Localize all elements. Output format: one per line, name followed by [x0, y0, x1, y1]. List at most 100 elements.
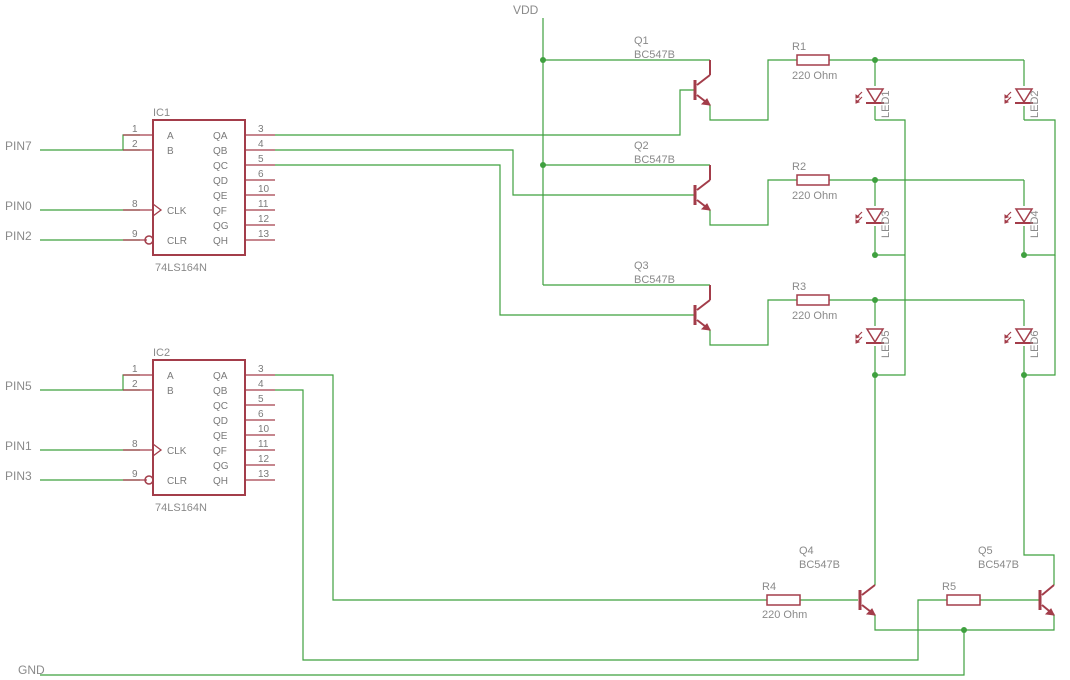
ic2-input-label: B: [167, 386, 174, 397]
transistor-q1: Q1 BC547B: [634, 35, 711, 106]
junction: [1021, 252, 1027, 258]
ic1-output-label: QC: [213, 161, 228, 172]
wires: [40, 18, 1056, 676]
led6-triangle: [1014, 328, 1034, 344]
r1-value: 220 Ohm: [792, 70, 837, 82]
q5-name: Q5: [978, 545, 993, 557]
pin5-label: PIN5: [5, 379, 32, 393]
r5-body: [946, 594, 981, 606]
junction: [1021, 372, 1027, 378]
q5-collector: [1041, 584, 1055, 596]
q4-name: Q4: [799, 545, 814, 557]
pin7-wire: [40, 134, 140, 151]
led3: LED3: [855, 208, 892, 238]
ic2-pin-number: 1: [132, 364, 138, 375]
led5-arrowhead: [855, 334, 861, 339]
junction: [872, 57, 878, 63]
q5-value: BC547B: [978, 559, 1019, 571]
led5-triangle: [865, 328, 885, 344]
ic2-body: [152, 359, 246, 496]
ic1: IC1 74LS164N 1 2 8 9 A B CLK CLR QA QB Q…: [123, 107, 275, 274]
ic1-pin-number: 9: [132, 229, 138, 240]
pin7-label: PIN7: [5, 139, 32, 153]
q1-name: Q1: [634, 35, 649, 47]
q2-arrow: [700, 203, 711, 211]
ic2-output-label: QA: [213, 371, 228, 382]
ic1-pin-number: 8: [132, 199, 138, 210]
ic2-output-label: QB: [213, 386, 228, 397]
ic1-qc-to-q3: [275, 164, 695, 316]
led3-triangle: [865, 208, 885, 224]
junction: [540, 57, 546, 63]
ic2-pin-number: 10: [258, 424, 270, 435]
led1-triangle: [865, 88, 885, 104]
ic1-pin-number: 6: [258, 169, 264, 180]
ic2-clr-bubble: [144, 475, 154, 485]
led1-to-led5: [875, 119, 906, 376]
junction: [872, 297, 878, 303]
ic1-input-label: CLR: [167, 236, 187, 247]
led1-arrowhead: [855, 94, 861, 99]
q3-arrow: [700, 323, 711, 331]
pin1-label: PIN1: [5, 439, 32, 453]
led6-to-q5: [1023, 375, 1055, 585]
ic1-clk-triangle: [152, 203, 163, 217]
junction: [961, 627, 967, 633]
ic1-pin-number: 5: [258, 154, 264, 165]
ic2-pin-number: 4: [258, 379, 264, 390]
resistor-r4: R4 220 Ohm: [762, 581, 807, 621]
ic2-output-label: QG: [213, 461, 229, 472]
vdd-label: VDD: [513, 3, 539, 17]
r5-name: R5: [942, 581, 956, 593]
led1: LED1: [855, 88, 892, 118]
q1-value: BC547B: [634, 49, 675, 61]
led4-label: LED4: [1029, 210, 1041, 238]
ic2-pin-number: 9: [132, 469, 138, 480]
ic2-pin-number: 12: [258, 454, 270, 465]
led3-label: LED3: [880, 210, 892, 238]
gnd-wire: [40, 630, 965, 676]
led4-triangle: [1014, 208, 1034, 224]
q2-collector: [696, 179, 711, 191]
ic2-input-label: CLR: [167, 476, 187, 487]
led2-arrowhead: [1004, 99, 1010, 104]
led1-arrowhead: [855, 99, 861, 104]
ic2-pin-number: 11: [258, 439, 269, 450]
q4-arrow: [865, 608, 876, 616]
ic2-pin-number: 13: [258, 469, 270, 480]
ic1-output-label: QF: [213, 206, 227, 217]
q1-to-r1: [709, 59, 797, 121]
led4: LED4: [1004, 208, 1041, 238]
r4-body: [766, 594, 801, 606]
q1-arrow: [700, 98, 711, 106]
r3-name: R3: [792, 281, 806, 293]
r3-body: [796, 294, 830, 306]
ic2-pin-number: 5: [258, 394, 264, 405]
ic1-output-label: QG: [213, 221, 229, 232]
ic1-output-label: QD: [213, 176, 228, 187]
resistor-r3: R3 220 Ohm: [792, 281, 837, 322]
junction: [872, 177, 878, 183]
q2-to-r2: [709, 179, 797, 226]
led5-arrowhead: [855, 339, 861, 344]
led2-triangle: [1014, 88, 1034, 104]
ic1-pin-number: 11: [258, 199, 269, 210]
r2-body: [796, 174, 830, 186]
ic1-output-label: QE: [213, 191, 228, 202]
r2-value: 220 Ohm: [792, 190, 837, 202]
ic2-qa-to-r4: [275, 374, 767, 601]
ic1-pin-number: 1: [132, 124, 138, 135]
transistor-q5: Q5 BC547B: [978, 545, 1055, 616]
ic1-input-label: CLK: [167, 206, 187, 217]
led3-arrowhead: [855, 214, 861, 219]
led2-to-led4: [1024, 119, 1056, 256]
transistor-q2: Q2 BC547B: [634, 140, 711, 211]
q3-value: BC547B: [634, 274, 675, 286]
q1-collector: [696, 74, 711, 86]
ic2-pin-number: 8: [132, 439, 138, 450]
ic2: IC2 74LS164N 1 2 8 9 A B CLK CLR QA QB Q…: [123, 347, 275, 514]
led2-label: LED2: [1029, 90, 1041, 118]
ic1-pin-number: 13: [258, 229, 270, 240]
transistor-q3: Q3 BC547B: [634, 260, 711, 331]
